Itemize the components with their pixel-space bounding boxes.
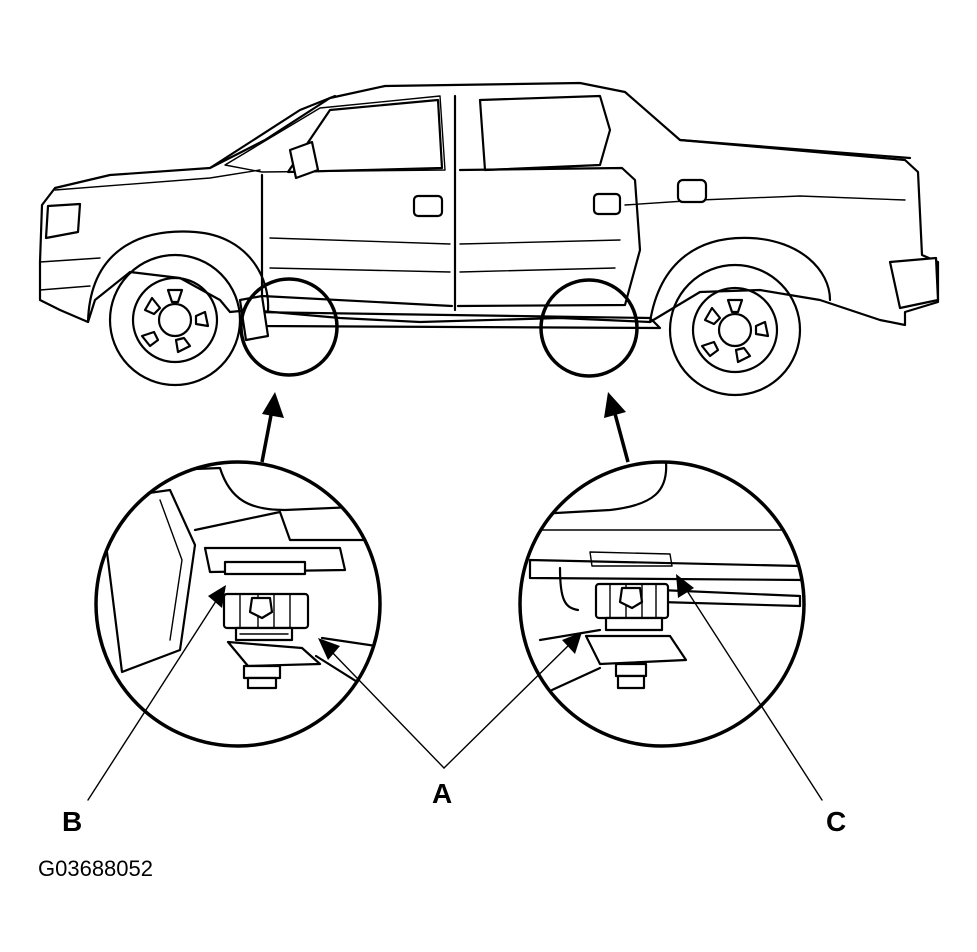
callout-c: C <box>826 806 847 837</box>
callout-a: A <box>432 778 453 809</box>
lift-point-block-icon <box>584 582 688 690</box>
front-lift-point-detail <box>98 466 380 702</box>
rear-lift-point-circle <box>539 278 639 378</box>
callout-b: B <box>62 806 83 837</box>
figure-id: G03688052 <box>38 856 153 881</box>
arrowhead-b-icon <box>208 585 226 608</box>
front-lift-point-circle <box>239 277 339 377</box>
front-detail-circle <box>94 460 382 748</box>
arrowhead-a-left-icon <box>318 638 340 660</box>
lift-point-block-icon <box>222 592 322 690</box>
arrowhead-c-icon <box>676 574 694 598</box>
rear-detail-circle <box>518 460 806 748</box>
rear-lift-point-detail <box>520 462 804 692</box>
arrowhead-a-right-icon <box>562 632 582 654</box>
arrow-up-right-icon <box>604 392 630 463</box>
arrow-up-left-icon <box>260 392 284 463</box>
pickup-truck-icon <box>38 81 940 397</box>
